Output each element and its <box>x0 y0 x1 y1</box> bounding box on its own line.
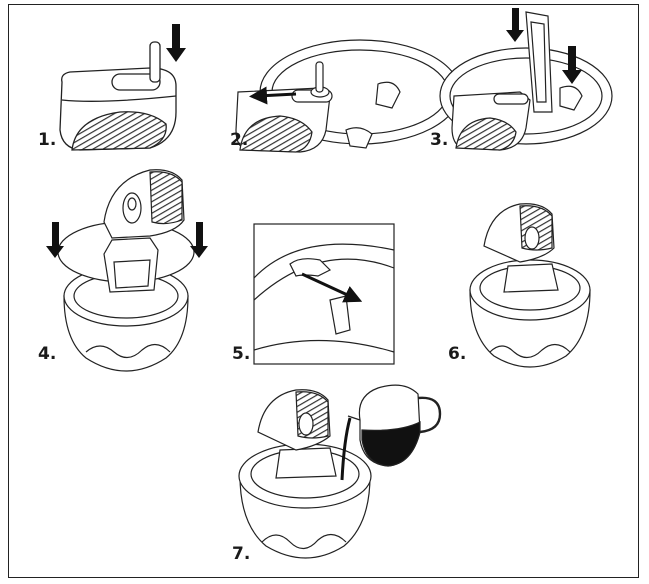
down-arrow-icon <box>190 222 208 258</box>
step-3-number: 3. <box>430 130 449 150</box>
step-2-number: 2. <box>230 130 249 150</box>
down-arrow-icon <box>166 24 186 62</box>
diagonal-arrow-icon <box>301 272 363 303</box>
step-5-number: 5. <box>232 344 251 364</box>
left-arrow-icon <box>249 86 297 105</box>
step-6-number: 6. <box>448 344 467 364</box>
step-4-illustration <box>46 169 208 372</box>
step-4-number: 4. <box>38 344 57 364</box>
step-1-number: 1. <box>38 130 57 150</box>
jug-icon <box>347 384 442 467</box>
step-5-illustration <box>253 223 395 365</box>
down-arrow-icon <box>506 8 524 42</box>
step-3-illustration <box>439 8 613 151</box>
step-6-illustration <box>469 203 591 368</box>
down-arrow-icon <box>562 46 582 84</box>
step-7-illustration <box>238 384 442 559</box>
step-1-illustration <box>59 24 186 151</box>
step-2-illustration <box>235 39 461 153</box>
diagram-frame <box>8 4 639 578</box>
step-7-number: 7. <box>232 544 251 564</box>
down-arrow-icon <box>46 222 64 258</box>
